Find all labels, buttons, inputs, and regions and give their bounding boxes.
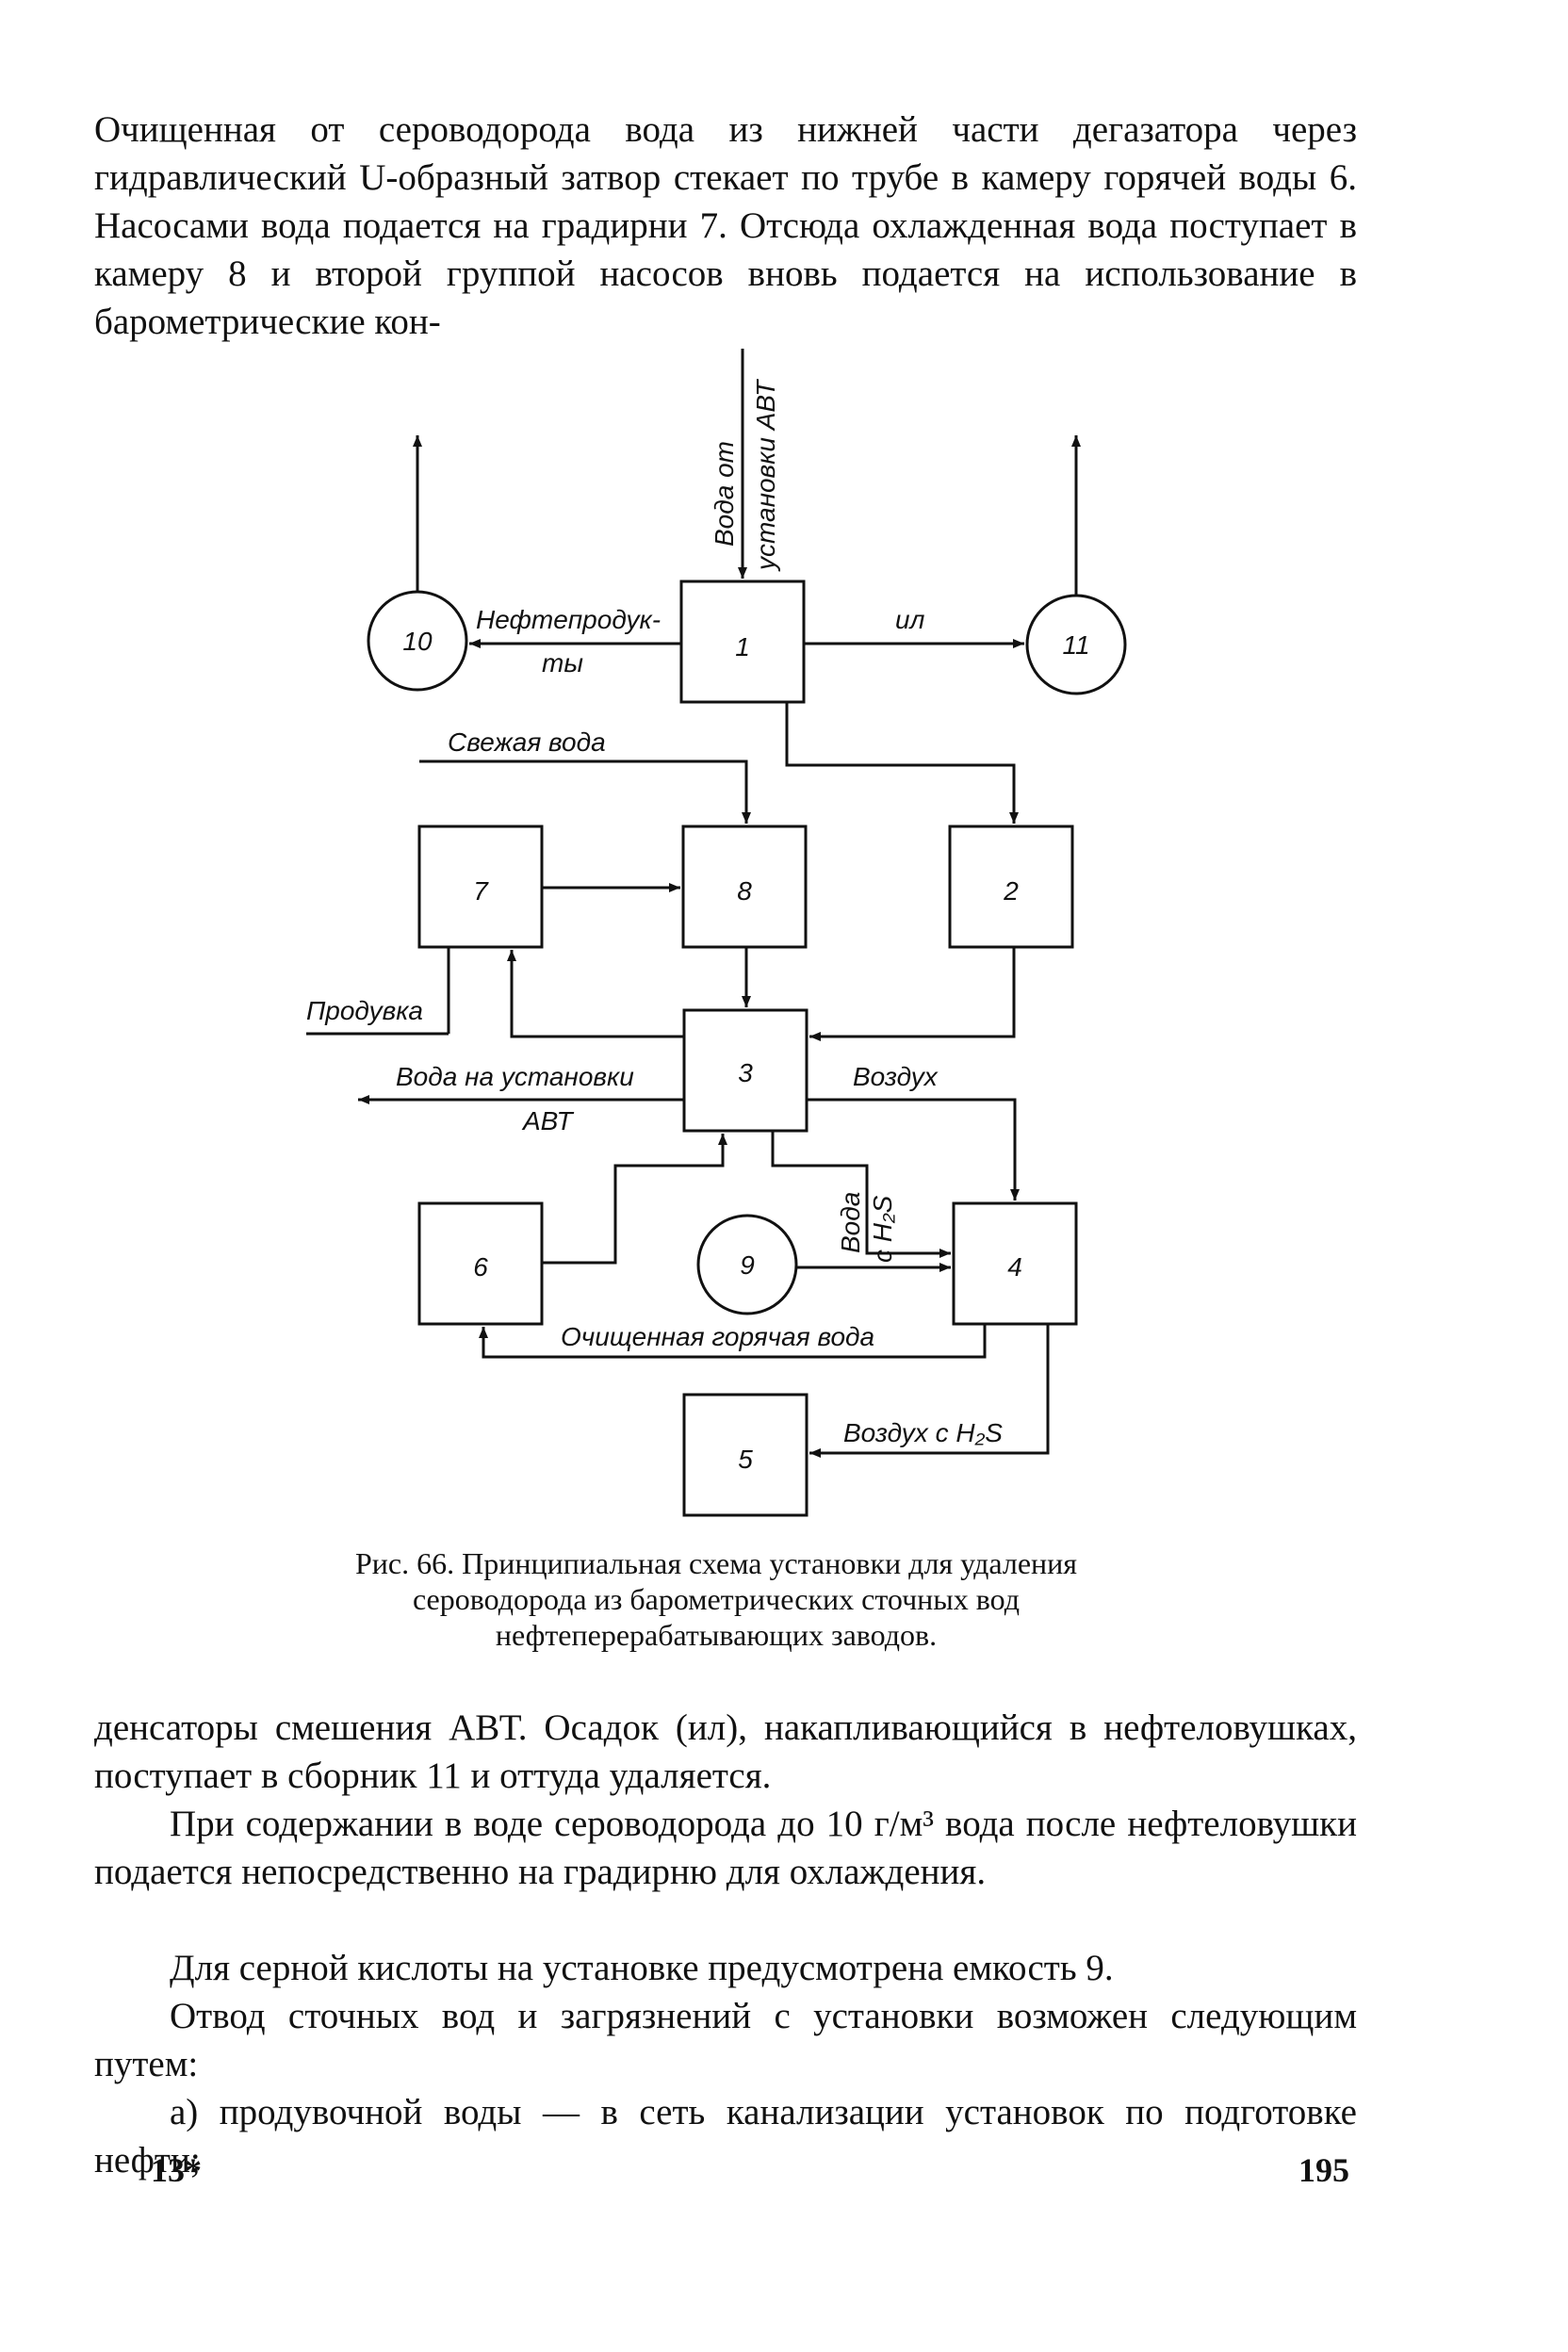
label-water-from-1: Вода от [710,441,739,547]
label-air: Воздух [853,1062,939,1091]
label-purge: Продувка [306,996,423,1025]
box-2-number: 2 [1003,876,1019,906]
box-1 [679,580,806,704]
label-sludge: ил [895,605,925,634]
figure-caption: Рис. 66. Принципиальная схема установки … [354,1546,1078,1652]
label-air-h2s: Воздух с H₂S [843,1418,1003,1447]
paragraph-2: При содержании в воде сероводорода до 10… [94,1804,1357,1892]
label-h2s-water-1: Вода [836,1192,865,1253]
arrow-fresh-water-to-8 [419,760,751,824]
label-water-to-1: Вода на установки [396,1062,634,1091]
label-clean-hot-water: Очищенная горячая вода [561,1322,874,1351]
circle-10-number: 10 [402,627,433,656]
paragraph-1: денсаторы смешения АВТ. Осадок (ил), нак… [94,1707,1357,1796]
paragraph-4: Отвод сточных вод и загрязнений с устано… [94,1996,1357,2084]
arrow-3-to-4-air [807,1098,1020,1200]
box-3-number: 3 [738,1058,753,1087]
paragraph-3: Для серной кислоты на установке предусмо… [170,1948,1114,1988]
circle-9-number: 9 [740,1250,755,1280]
label-oil-products-1: Нефтепродук- [476,605,661,634]
box-5-number: 5 [738,1445,753,1474]
arrow-1-to-2 [785,702,1019,824]
box-7-number: 7 [473,876,489,906]
box-3 [682,1008,808,1133]
page-signature: 13* [151,2151,202,2189]
label-water-to-2: АВТ [521,1106,574,1135]
arrow-6-to-3 [542,1134,727,1265]
page-number: 195 [1298,2151,1349,2189]
arrow-4-to-6 [479,1324,987,1359]
label-water-from-2: установки АВТ [751,379,780,572]
box-5 [682,1393,808,1517]
arrow-2-to-3 [809,947,1016,1041]
arrow-3-to-4-water [771,1131,951,1258]
box-4 [952,1201,1078,1326]
paragraph-top: Очищенная от сероводорода вода из нижней… [94,109,1357,342]
circle-9 [696,1214,798,1315]
label-h2s-water-2: с H₂S [868,1195,897,1263]
paragraph-5: а) продувочной воды — в сеть канализации… [94,2092,1357,2180]
arrow-3-to-7 [507,950,684,1038]
arrow-4-to-5 [809,1324,1050,1458]
label-oil-products-2: ты [542,648,583,678]
box-2 [948,825,1074,949]
label-fresh-water: Свежая вода [448,727,606,757]
circle-11-number: 11 [1062,630,1089,660]
box-4-number: 4 [1007,1252,1022,1282]
box-1-number: 1 [735,632,750,662]
box-8-number: 8 [737,876,752,906]
box-8 [681,825,808,949]
box-6-number: 6 [473,1252,488,1282]
